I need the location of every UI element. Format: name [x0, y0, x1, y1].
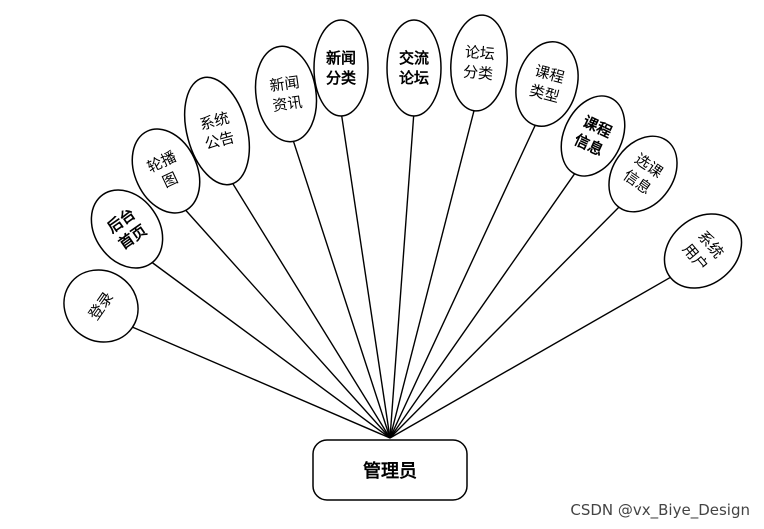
node-label-forum: 论坛	[399, 69, 429, 87]
node-ellipse-login	[63, 269, 139, 343]
center-node-box	[312, 439, 468, 501]
node-label-carousel: 图	[160, 169, 181, 192]
diagram-edges	[128, 105, 675, 439]
edge-news	[291, 136, 391, 439]
node-ellipse-news	[254, 45, 318, 143]
node-label-news: 资讯	[271, 93, 303, 115]
node-ellipse-course-info	[560, 95, 626, 177]
node-ellipse-carousel	[131, 128, 201, 214]
edge-news-category	[340, 111, 391, 439]
node-ellipse-admin-home	[90, 189, 164, 269]
node-label-forum-category: 论坛	[464, 43, 495, 64]
edge-course-selection	[389, 203, 623, 439]
center-node: 管理员	[312, 439, 468, 501]
node-carousel: 轮播图	[131, 128, 201, 214]
node-ellipse-system-notice	[183, 76, 251, 186]
edge-course-type	[389, 121, 538, 439]
watermark: CSDN @vx_Biye_Design	[570, 501, 750, 519]
edge-course-info	[389, 169, 578, 439]
node-login: 登录	[63, 269, 139, 343]
node-ellipse-course-selection	[608, 135, 678, 213]
node-label-news-category: 分类	[326, 69, 357, 87]
edge-system-user	[389, 274, 675, 439]
center-node-label: 管理员	[363, 460, 417, 482]
node-ellipse-system-user	[663, 213, 743, 289]
node-label-forum: 交流	[399, 49, 429, 67]
node-ellipse-course-type	[515, 40, 579, 128]
edge-forum-category	[389, 105, 476, 439]
edge-carousel	[182, 206, 391, 439]
node-ellipse-forum	[386, 19, 442, 117]
node-label-news: 新闻	[268, 73, 300, 95]
edge-login	[128, 324, 391, 439]
edge-forum	[389, 111, 415, 439]
edge-system-notice	[229, 178, 391, 439]
diagram-nodes: 登录后台首页轮播图系统公告新闻资讯新闻分类交流论坛论坛分类课程类型课程信息选课信…	[63, 14, 743, 343]
node-ellipse-news-category	[313, 19, 369, 117]
node-label-forum-category: 分类	[462, 63, 493, 84]
node-ellipse-forum-category	[450, 14, 508, 112]
node-label-news-category: 新闻	[326, 49, 356, 67]
edge-admin-home	[148, 259, 391, 439]
